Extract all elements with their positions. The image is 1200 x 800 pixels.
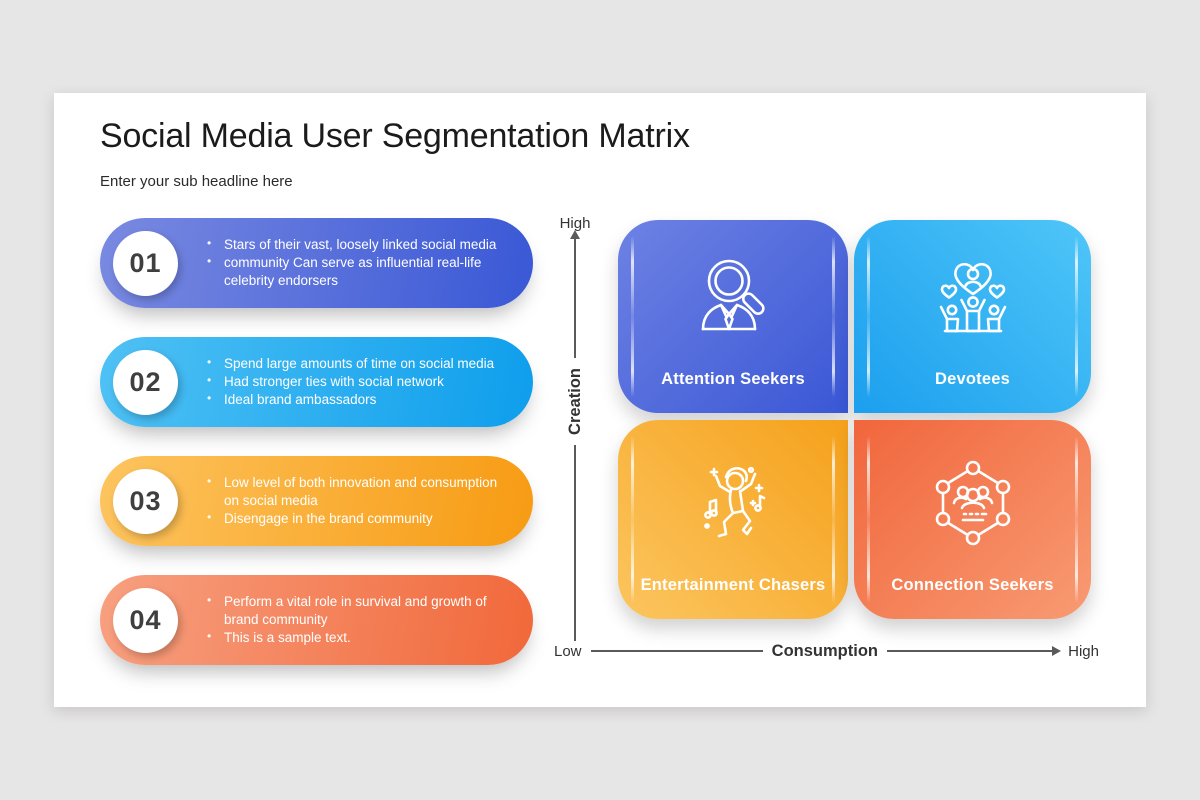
list-item-03: 03 Low level of both innovation and cons… [100,456,533,546]
item-bullet-list: Stars of their vast, loosely linked soci… [205,236,511,289]
quadrant-label: Attention Seekers [661,370,805,388]
quadrant-label: Entertainment Chasers [640,576,826,594]
bullet-text: Disengage in the brand community [205,510,511,528]
x-axis-arrow-right-icon [887,646,1062,656]
bullet-text: Low level of both innovation and consump… [205,474,511,510]
quadrant-attention-seekers: Attention Seekers [618,220,848,413]
y-axis-high-label: High [559,215,591,232]
dancing-person-icon [685,456,781,552]
quadrant-label: Devotees [935,370,1010,388]
bullet-text: Spend large amounts of time on social me… [205,355,494,373]
quadrant-connection-seekers: Connection Seekers [854,420,1091,619]
slide-canvas: Social Media User Segmentation Matrix En… [54,93,1146,707]
quadrant-devotees: Devotees [854,220,1091,413]
item-bullet-list: Low level of both innovation and consump… [205,474,511,527]
y-axis-arrow-up-icon [570,230,580,358]
item-bullet-list: Spend large amounts of time on social me… [205,355,494,408]
quadrant-label: Connection Seekers [891,576,1054,594]
segmentation-matrix: Attention Seekers [618,220,1091,619]
bullet-text: community Can serve as influential real-… [205,254,511,290]
x-axis-high-label: High [1068,642,1099,660]
page-title: Social Media User Segmentation Matrix [100,117,690,155]
bullet-text: Perform a vital role in survival and gro… [205,593,511,629]
origin-low-label: Low [554,642,582,660]
devotees-hearts-icon [925,253,1021,349]
item-number-badge: 01 [113,230,178,296]
item-number-badge: 04 [113,587,178,653]
item-bullet-list: Perform a vital role in survival and gro… [205,593,511,646]
bullet-text: This is a sample text. [205,629,511,647]
y-axis-line [574,444,576,641]
x-axis: Low Consumption High [554,638,1099,664]
bullet-text: Stars of their vast, loosely linked soci… [205,236,511,254]
x-axis-line [590,650,763,652]
magnifier-person-icon [685,253,781,349]
x-axis-title: Consumption [771,641,878,660]
item-number-badge: 02 [113,349,178,415]
list-item-04: 04 Perform a vital role in survival and … [100,575,533,665]
list-item-02: 02 Spend large amounts of time on social… [100,337,533,427]
bullet-text: Ideal brand ambassadors [205,391,494,409]
page-subtitle: Enter your sub headline here [100,173,293,190]
bullet-text: Had stronger ties with social network [205,373,494,391]
network-group-icon [925,456,1021,552]
y-axis: High Creation [552,215,598,645]
item-number-badge: 03 [113,468,178,534]
quadrant-entertainment-chasers: Entertainment Chasers [618,420,848,619]
list-item-01: 01 Stars of their vast, loosely linked s… [100,218,533,308]
y-axis-title: Creation [565,368,584,435]
